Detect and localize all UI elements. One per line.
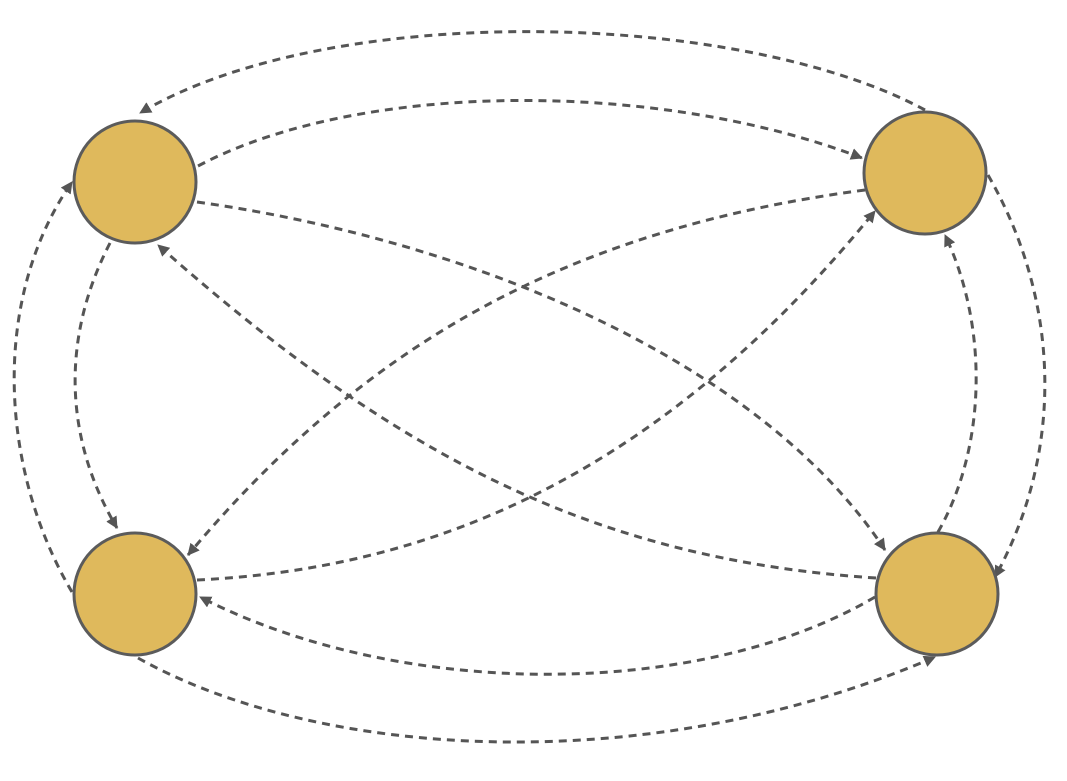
edge-tr-to-tl-outer	[139, 30, 926, 115]
edge-br-to-tr	[936, 234, 978, 533]
edge-tl-to-bl	[73, 242, 119, 529]
node-bottom-right	[874, 531, 1000, 657]
edge-tr-to-br-outer	[986, 174, 1047, 578]
node-bottom-left	[72, 531, 198, 657]
node-top-right	[862, 110, 988, 236]
edge-br-to-bl-inner	[199, 595, 876, 676]
edges-layer	[12, 30, 1047, 744]
edge-tl-to-tr-inner	[197, 98, 863, 168]
edge-bl-to-br-outer	[137, 655, 936, 744]
edge-bl-to-tl-outer	[12, 181, 74, 593]
edge-tr-to-bl	[186, 188, 866, 556]
edge-br-to-tl	[157, 243, 877, 580]
nodes-layer	[72, 110, 1000, 657]
node-top-left	[72, 119, 198, 245]
edge-tl-to-br	[196, 200, 887, 551]
edge-bl-to-tr	[196, 210, 877, 582]
